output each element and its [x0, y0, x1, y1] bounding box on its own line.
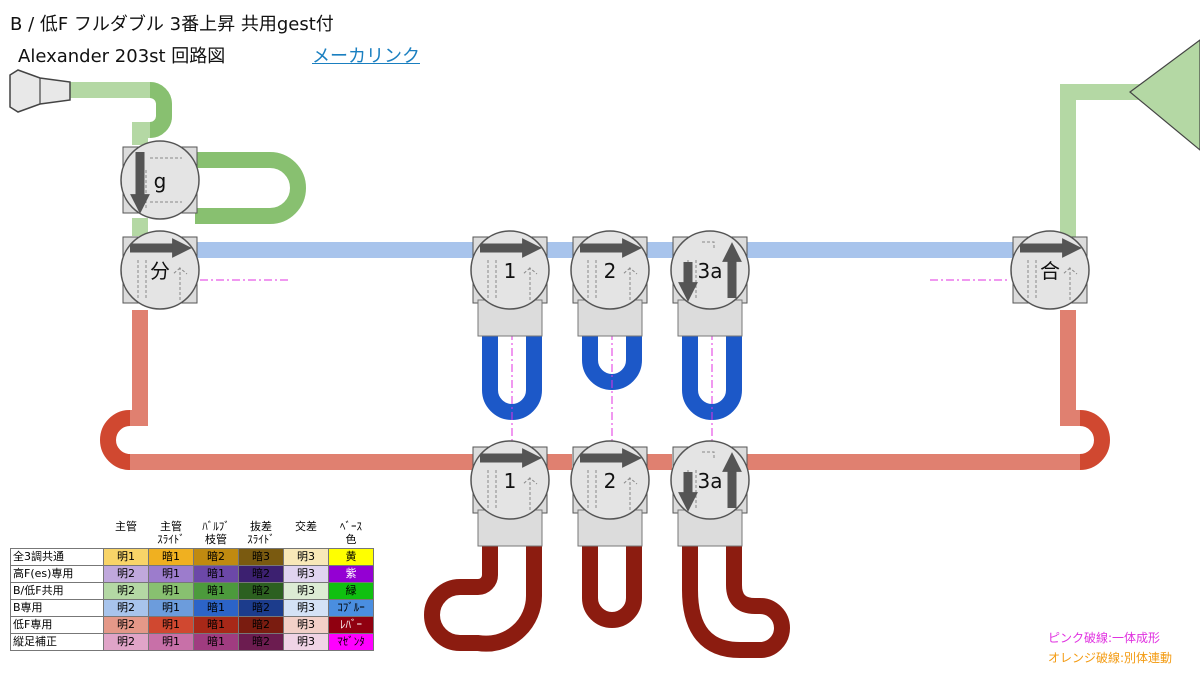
legend-cell: ｺﾌﾞﾙｰ [328, 599, 374, 617]
legend-cell: 明3 [283, 633, 329, 651]
legend-cell: 明2 [103, 582, 149, 600]
valve-lower-3a: 3a [670, 440, 750, 547]
legend-cell: 明3 [283, 599, 329, 617]
note-pink-dash: ピンク破線:一体成形 [1047, 631, 1160, 645]
legend-cell: 暗2 [238, 565, 284, 583]
valves: g 分 1 2 3a 合 1 2 3a [120, 140, 1090, 547]
legend-cell: 明2 [103, 633, 149, 651]
legend-cell: 明2 [103, 565, 149, 583]
legend-cell: 暗1 [193, 616, 239, 634]
legend-cell: ﾏｾﾞﾝﾀ [328, 633, 374, 651]
legend-cell: 暗3 [238, 548, 284, 566]
legend-row-label: 高F(es)専用 [10, 565, 104, 583]
valve-lower-2: 2 [570, 440, 650, 547]
valve-gest: g [120, 140, 200, 220]
legend-cell: 暗2 [238, 599, 284, 617]
legend-cell: 暗2 [193, 548, 239, 566]
legend-cell: 明3 [283, 548, 329, 566]
legend-cell: 黄 [328, 548, 374, 566]
legend-cell: 暗1 [148, 548, 194, 566]
notes: ピンク破線:一体成形 オレンジ破線:別体連動 [1048, 628, 1172, 668]
legend-row-label: 全3調共通 [10, 548, 104, 566]
legend-corner [11, 520, 104, 549]
valve-label-gest: g [154, 169, 167, 193]
legend-row-label: B/低F共用 [10, 582, 104, 600]
legend-cell: 明1 [148, 582, 194, 600]
legend-cell: 暗1 [193, 599, 239, 617]
legend-header-row: 主管 主管ｽﾗｲﾄﾞ ﾊﾞﾙﾌﾞ枝管抜差ｽﾗｲﾄﾞ 交差 ﾍﾞｰｽ色 [11, 520, 374, 549]
legend-cell: 暗1 [193, 582, 239, 600]
legend-col-header: 抜差ｽﾗｲﾄﾞ [247, 520, 275, 546]
legend-cell: 明3 [283, 565, 329, 583]
legend-cell: 明1 [148, 616, 194, 634]
valve-lower-1: 1 [470, 440, 550, 547]
maker-link[interactable]: メーカリンク [312, 46, 420, 67]
valve-label-split: 分 [150, 259, 170, 283]
legend-cell: 紫 [328, 565, 374, 583]
legend-cell: ﾚﾊﾞｰ [328, 616, 374, 634]
valve-label-merge: 合 [1040, 259, 1060, 283]
valve-upper-2: 2 [570, 230, 650, 337]
note-orange-dash: オレンジ破線:別体連動 [1047, 651, 1172, 665]
valve-split: 分 [120, 230, 200, 310]
red-tubing [100, 310, 1110, 470]
green-tubing [70, 82, 1140, 240]
legend-col-header: 交差 [295, 520, 317, 533]
legend-row-label: B専用 [10, 599, 104, 617]
valve-upper-1: 1 [470, 230, 550, 337]
legend-cell: 明1 [103, 548, 149, 566]
legend-cell: 明3 [283, 616, 329, 634]
valve-label-lower-1: 1 [504, 469, 517, 493]
legend-col-header: ﾊﾞﾙﾌﾞ枝管 [202, 520, 230, 546]
bell [1129, 39, 1200, 151]
legend-cell: 明2 [103, 616, 149, 634]
lower-valve-slides [424, 540, 790, 658]
legend-row-label: 低F専用 [10, 616, 104, 634]
legend-cell: 暗2 [238, 616, 284, 634]
title-line-2: Alexander 203st 回路図 [18, 46, 226, 67]
legend-cell: 明1 [148, 633, 194, 651]
legend-cell: 暗1 [193, 633, 239, 651]
valve-label-lower-2: 2 [604, 469, 617, 493]
valve-label-upper-1: 1 [504, 259, 517, 283]
legend-cell: 緑 [328, 582, 374, 600]
legend-col-header: 主管 [115, 520, 137, 533]
legend-cell: 暗2 [238, 582, 284, 600]
valve-upper-3a: 3a [670, 230, 750, 337]
valve-label-lower-3a: 3a [698, 469, 723, 493]
valve-label-upper-2: 2 [604, 259, 617, 283]
legend-row-label: 縦足補正 [10, 633, 104, 651]
legend-cell: 明3 [283, 582, 329, 600]
mouthpiece [9, 69, 71, 113]
legend-cell: 明1 [148, 599, 194, 617]
legend-cell: 暗2 [238, 633, 284, 651]
legend-cell: 明1 [148, 565, 194, 583]
legend-cell: 暗1 [193, 565, 239, 583]
legend-col-header: ﾍﾞｰｽ色 [340, 520, 362, 546]
legend-cell: 明2 [103, 599, 149, 617]
title-line-1: B / 低F フルダブル 3番上昇 共用gest付 [10, 14, 334, 35]
valve-label-upper-3a: 3a [698, 259, 723, 283]
valve-merge: 合 [1010, 230, 1090, 310]
legend-col-header: 主管ｽﾗｲﾄﾞ [157, 520, 185, 546]
